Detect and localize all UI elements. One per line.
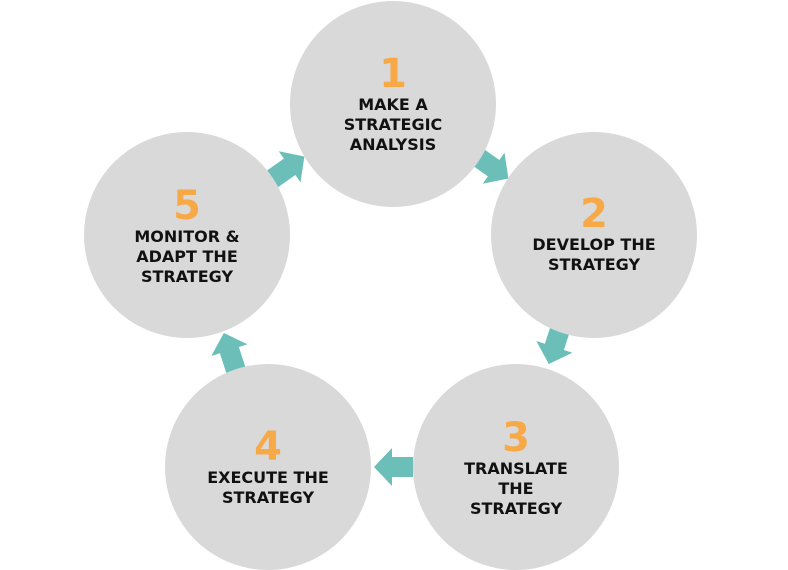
step-number: 5 [173,183,201,229]
step-number: 3 [502,415,530,461]
step-3-circle: 3 TRANSLATE THE STRATEGY [413,364,619,570]
step-label: MAKE A STRATEGIC ANALYSIS [343,95,443,154]
step-number: 1 [379,51,407,97]
step-label: DEVELOP THE STRATEGY [532,235,656,274]
step-number: 2 [580,191,608,237]
step-2-circle: 2 DEVELOP THE STRATEGY [491,132,697,338]
step-label: TRANSLATE THE STRATEGY [464,459,568,518]
step-5-circle: 5 MONITOR & ADAPT THE STRATEGY [84,132,290,338]
step-4-circle: 4 EXECUTE THE STRATEGY [165,364,371,570]
step-1-circle: 1 MAKE A STRATEGIC ANALYSIS [290,1,496,207]
step-label: MONITOR & ADAPT THE STRATEGY [134,227,240,286]
step-label: EXECUTE THE STRATEGY [207,468,329,507]
arrow-right-icon [374,448,413,486]
step-number: 4 [254,424,282,470]
